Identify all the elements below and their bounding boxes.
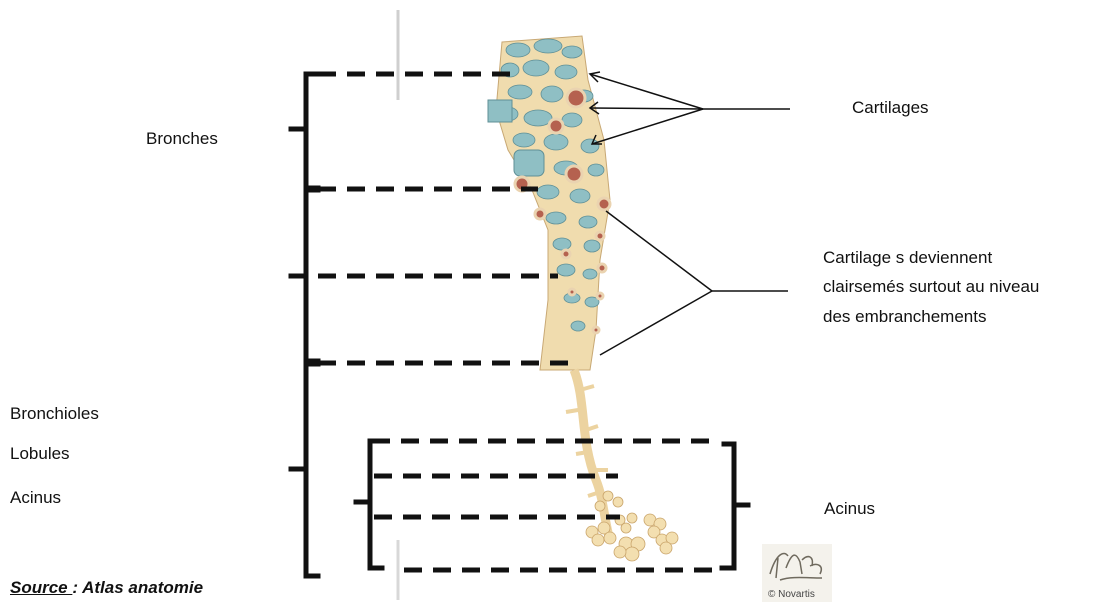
side-branch-middle — [514, 150, 544, 176]
upper-bronchiole-bracket — [291, 190, 318, 361]
side-branch-upper — [488, 100, 512, 122]
cartilage-arrow-top — [590, 74, 703, 109]
alveolar-clusters — [586, 491, 678, 561]
bronchial-tree-illustration — [488, 36, 678, 561]
cartilage-arrow-mid — [590, 108, 703, 109]
lower-bronchiole-bracket — [291, 364, 318, 576]
netter-watermark: © Novartis — [762, 544, 832, 602]
cartilage-arrow-bottom — [592, 109, 703, 144]
novartis-copyright: © Novartis — [768, 589, 815, 600]
sparse-cartilage-line-lower — [600, 291, 712, 355]
acinus-left-bracket — [356, 441, 382, 568]
netter-signature — [762, 544, 832, 588]
leader-lines — [590, 72, 790, 355]
sparse-cartilage-line-upper — [606, 211, 712, 291]
source-prefix: Source — [10, 578, 72, 597]
source-note: Source : Atlas anatomie — [10, 578, 203, 598]
acinus-right-bracket — [722, 444, 748, 568]
bronches-bracket — [291, 74, 318, 188]
source-text: : Atlas anatomie — [72, 578, 203, 597]
